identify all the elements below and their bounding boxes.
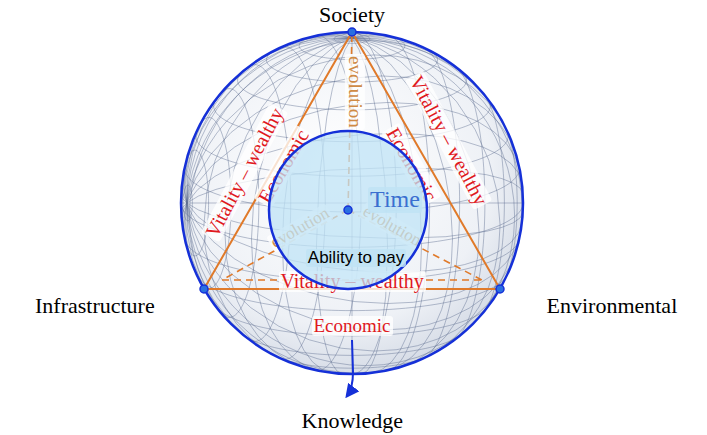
theme-label: Economic [312, 316, 393, 336]
sphere-outline [181, 32, 523, 374]
corner-label: Environmental [545, 294, 680, 317]
corner-label: Knowledge [300, 409, 405, 432]
ability-label: Ability to pay [306, 249, 406, 267]
sphere-grid [181, 32, 523, 374]
knowledge-arrow [347, 340, 353, 396]
corner-label: Society [317, 3, 387, 26]
corner-dots [200, 28, 504, 293]
corner-label: Infrastructure [33, 294, 157, 317]
time-label: Time [368, 187, 422, 212]
evolution-label: evolution [345, 54, 365, 130]
sphere-fill [181, 32, 523, 374]
grid-lines [181, 32, 523, 374]
grid-lines [181, 32, 523, 374]
inner-circle: TimeAbility to pay [268, 130, 428, 290]
